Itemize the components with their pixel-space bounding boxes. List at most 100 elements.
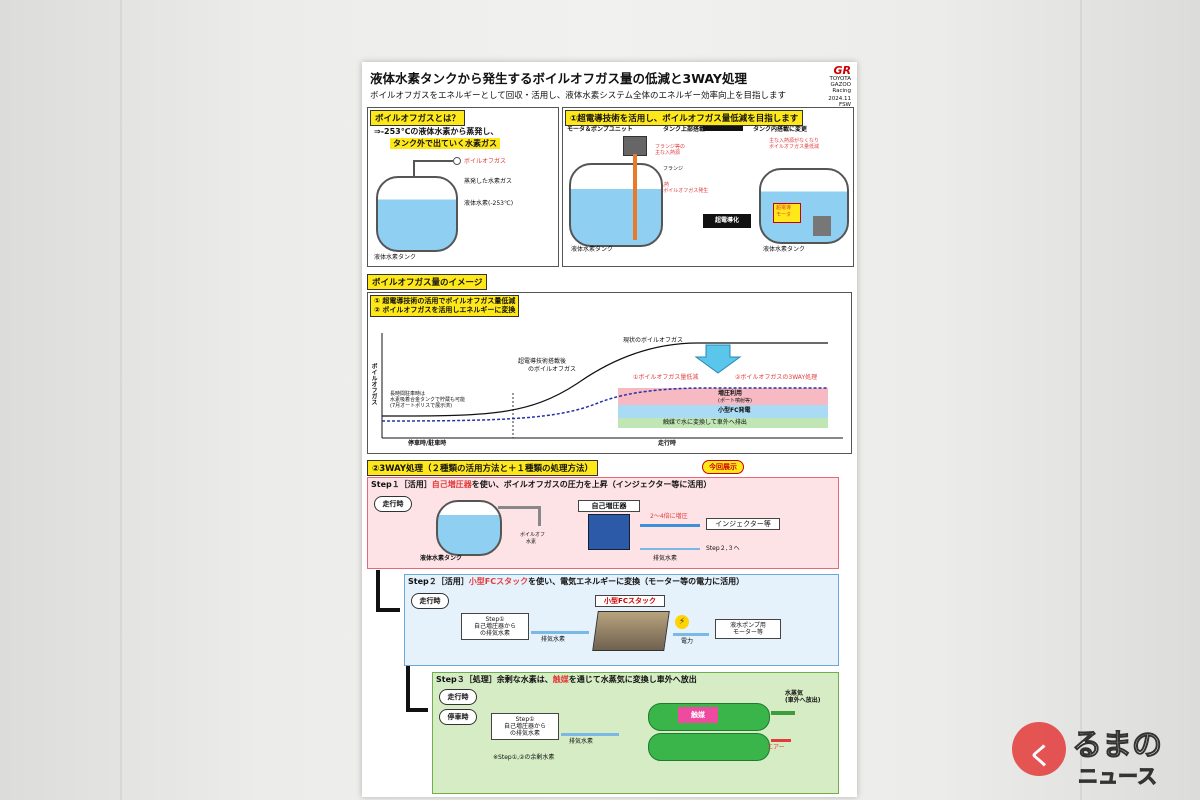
gr-logo: GR TOYOTA GAZOO Racing [791, 65, 851, 98]
point-1: ① 超電導技術の活用でボイルオフガス量低減 [374, 297, 516, 305]
step3-stop-tag: 停車時 [439, 709, 477, 725]
step3-title-b: を通じて水蒸気に変換し車外へ放出 [568, 675, 697, 684]
injector-box: インジェクター等 [706, 518, 780, 530]
catalyst-label-box: 触媒 [678, 707, 718, 723]
sc-motor-label-1: 超電導 [776, 205, 792, 211]
step2-title: Step２［活用］小型FCスタックを使い、電気エネルギーに変換（モーター等の電力… [408, 576, 744, 587]
current-bog-label: 現状のボイルオフガス [623, 337, 684, 344]
superconducting-header: ①超電導技術を活用し、ボイルオフガス量低減を目指します [565, 110, 804, 126]
reduce-label-2: ボイルオフガス量低減 [769, 144, 820, 150]
wall-fold [1080, 0, 1082, 800]
step1-title-red: 自己増圧器 [431, 480, 472, 489]
step3-source-line-1: Step① [515, 716, 535, 723]
power-arrow [673, 633, 709, 636]
fc-area [618, 405, 828, 418]
step1-title-b: を使い、ボイルオフガスの圧力を上昇（インジェクター等に活用） [471, 480, 712, 489]
step3-source-line-2: 自己増圧器から [503, 723, 546, 730]
stop-time-label: 停車時/駐車時 [408, 440, 447, 447]
step3-source-box: Step① 自己増圧器から の排気水素 [491, 713, 559, 740]
step-connector-1 [376, 608, 400, 612]
after-bog-curve [381, 387, 828, 422]
tank-left-label: 液体水素タンク [571, 246, 614, 253]
step3-exhaust-label: 排気水素 [569, 738, 594, 745]
watermark-text-1: るまの [1072, 728, 1163, 764]
fc-stack-label-box: 小型FCスタック [595, 595, 665, 607]
air-label: エアー [767, 744, 785, 751]
step1-bog-label-2: 水素 [526, 539, 537, 545]
run-time-label: 走行時 [658, 440, 677, 447]
step2-source-box: Step① 自己増圧器から の排気水素 [461, 613, 529, 640]
bog-image-header: ボイルオフガス量のイメージ [367, 274, 488, 290]
pump-unit-icon [813, 216, 831, 236]
pump-shaft [633, 154, 637, 240]
step1-exhaust-label: 排気水素 [653, 555, 678, 562]
step3-panel: Step３［処理］余剰な水素は、触媒を通じて水蒸気に変換し車外へ放出 走行時 停… [432, 672, 839, 794]
step2-source-line-1: Step① [485, 616, 505, 623]
step2-panel: Step２［活用］小型FCスタックを使い、電気エネルギーに変換（モーター等の電力… [404, 574, 839, 666]
step1-title: Step１［活用］自己増圧器を使い、ボイルオフガスの圧力を上昇（インジェクター等… [371, 479, 711, 490]
step3-run-tag: 走行時 [439, 689, 477, 705]
step2-exhaust-arrow [531, 631, 589, 634]
inside-mount-label: タンク内搭載に変更 [753, 126, 808, 133]
reduce-label-1: 主な入熱源がなくなり [769, 138, 820, 144]
step-connector-2 [406, 708, 428, 712]
step2-title-red: 小型FCスタック [468, 577, 529, 586]
sc-motor-label-2: モータ [776, 212, 792, 218]
step3-title-red: 触媒 [552, 675, 569, 684]
booster-label-box: 自己増圧器 [578, 500, 640, 512]
parked-label-1: 長時間駐車時は [390, 391, 426, 397]
poster-title: 液体水素タンクから発生するボイルオフガス量の低減と3WAY処理 [370, 71, 747, 86]
bog-curve-svg [381, 333, 843, 439]
poster-subtitle: ボイルオフガスをエネルギーとして回収・活用し、液体水素システム全体のエネルギー効… [370, 91, 786, 101]
boost-ratio-label: 2～4倍に増圧 [650, 513, 688, 520]
step1-bog-label-1: ボイルオフ [520, 532, 546, 538]
logo-line: Racing [832, 88, 851, 94]
heat-label-2: =ボイルオフガス発生 [659, 188, 709, 194]
pump-motor-line-1: 液水ポンプ用 [730, 622, 766, 629]
fc-label: 小型FC発電 [718, 407, 751, 414]
step2-run-tag: 走行時 [411, 593, 449, 609]
watermark-logo-icon [1012, 722, 1066, 776]
step1-tank-label: 液体水素タンク [420, 555, 463, 562]
y-axis-label: ボイルオフガス [370, 363, 377, 405]
sc-motor-icon [773, 203, 801, 223]
liquid-label: 液体水素(-253℃) [464, 200, 514, 207]
parked-label-2: 水素吸着合金タンクで貯蔵も可能 [390, 397, 466, 403]
step3-title: Step３［処理］余剰な水素は、触媒を通じて水蒸気に変換し車外へ放出 [436, 674, 697, 685]
fc-stack-illustration [592, 611, 670, 651]
flange-heat-label-2: 主な入熱源 [655, 150, 681, 156]
step1-next-label: Step２,３へ [706, 545, 740, 552]
booster-illustration [588, 514, 630, 550]
kuruma-news-watermark: く るまの ニュース [1012, 712, 1192, 792]
bog-pipe [413, 160, 415, 178]
step1-pipe [498, 506, 538, 509]
bog-tank-illustration [376, 176, 458, 252]
step1-title-a: Step１［活用］ [371, 480, 432, 489]
boost-label: 増圧利用 [718, 390, 743, 397]
air-arrow [771, 739, 791, 742]
boost-flow-arrow [640, 524, 700, 527]
lightning-icon: ⚡ [675, 615, 689, 629]
catalyst-label: 触媒で水に変換して車外へ排出 [663, 419, 747, 426]
boost-sublabel: (ポート噴射等) [718, 398, 752, 404]
bog-valve-icon [453, 157, 461, 165]
exhibit-badge: 今回展示 [702, 460, 744, 474]
date-text: 2024.11 [828, 96, 851, 102]
bog-desc-1: ⇒-253℃の液体水素から蒸発し、 [374, 127, 499, 136]
vapor-label: 蒸発した水素ガス [464, 178, 513, 185]
step2-exhaust-label: 排気水素 [541, 636, 566, 643]
3way-header: ②3WAY処理（２種類の活用方法と＋１種類の処理方法） [367, 460, 599, 476]
step2-source-line-2: 自己増圧器から [473, 623, 516, 630]
step1-run-tag: 走行時 [374, 496, 412, 512]
venue-text: FSW [839, 102, 851, 108]
bog-label: ボイルオフガス [464, 158, 507, 165]
step1-tank-illustration [436, 500, 502, 556]
arrow-to-inside [703, 126, 743, 131]
watermark-logo-glyph: く [1028, 742, 1052, 770]
point-2: ② ボイルオフガスを活用しエネルギーに変換 [374, 306, 516, 314]
watermark-text-2: ニュース [1078, 764, 1158, 789]
step1-pipe [538, 506, 541, 526]
bog-image-panel: ① 超電導技術の活用でボイルオフガス量低減 ② ボイルオフガスを活用しエネルギー… [367, 292, 852, 454]
bog-pipe [413, 160, 453, 162]
tank-label: 液体水素タンク [374, 254, 417, 261]
